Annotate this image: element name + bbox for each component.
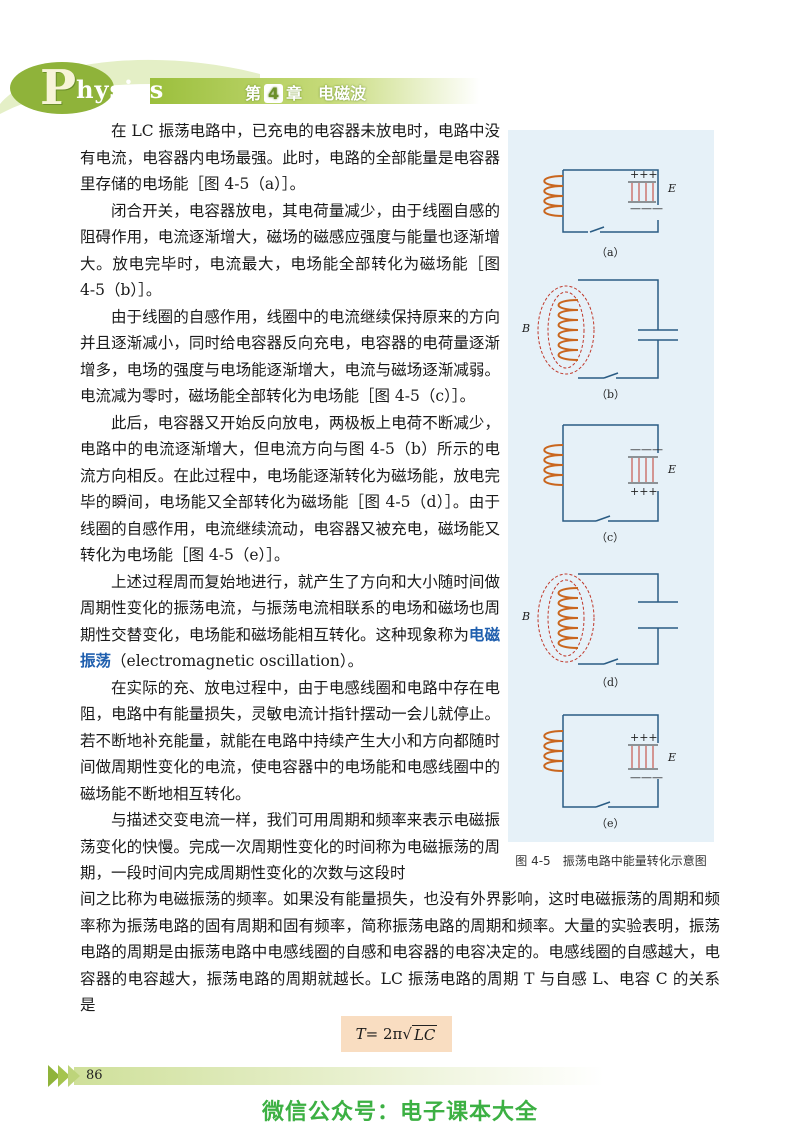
paragraph-5: 上述过程周而复始地进行，就产生了方向和大小随时间做周期性变化的振荡电流，与振荡电…: [80, 569, 500, 675]
formula-lhs: T: [355, 1025, 366, 1043]
label-e: （e）: [596, 817, 625, 830]
diagram-a: +++ ——— E （a）: [543, 168, 676, 259]
label-E-c: E: [667, 463, 676, 476]
diagram-d: B （d）: [521, 573, 678, 689]
figure-caption: 图 4-5 振荡电路中能量转化示意图: [515, 854, 707, 868]
diagram-b: B （b）: [521, 279, 678, 401]
term-electromagnetic-oscillation: 电磁振荡: [80, 624, 500, 671]
paragraph-7-continued: 间之比称为电磁振荡的频率。如果没有能量损失，也没有外界影响，这时电磁振荡的周期和…: [80, 890, 720, 1014]
formula-radicand: LC: [411, 1024, 438, 1044]
chapter-suffix: 章: [286, 84, 303, 103]
switch: [589, 226, 605, 233]
figure-panel: [508, 130, 714, 842]
minus-charges-c: ———: [630, 443, 663, 456]
label-c: （c）: [596, 531, 624, 544]
label-d: （d）: [596, 676, 625, 689]
label-B: B: [521, 322, 530, 335]
brand-title: Physics: [40, 60, 164, 116]
coil: [543, 175, 564, 217]
label-E: E: [667, 182, 676, 195]
plus-charges: +++: [630, 168, 658, 181]
brand-rest: hysics: [76, 75, 165, 104]
footer-bar: [48, 1065, 604, 1087]
minus-charges: ———: [630, 202, 663, 215]
watermark: 微信公众号：电子课本大全: [261, 1100, 538, 1125]
chapter-prefix: 第: [245, 84, 262, 103]
paragraph-6: 在实际的充、放电过程中，由于电感线圈和电路中存在电阻，电路中有能量损失，灵敏电流…: [80, 678, 500, 803]
sqrt-icon: √: [402, 1025, 412, 1043]
paragraph-5-text: 上述过程周而复始地进行，就产生了方向和大小随时间做周期性变化的振荡电流，与振荡电…: [80, 572, 500, 644]
diagram-c: ——— +++ E （c）: [543, 424, 676, 544]
chapter-title: 电磁波: [318, 84, 367, 103]
diagram-e: +++ ——— E （e）: [543, 714, 676, 830]
brand-initial: P: [40, 60, 77, 116]
paragraph-7-start: 与描述交变电流一样，我们可用周期和频率来表示电磁振荡变化的快慢。完成一次周期性变…: [80, 811, 500, 882]
plus-charges-c: +++: [630, 485, 658, 498]
paragraph-4: 此后，电容器又开始反向放电，两极板上电荷不断减少，电路中的电流逐渐增大，但电流方…: [80, 413, 500, 565]
label-B-d: B: [521, 610, 530, 623]
paragraph-3: 由于线圈的自感作用，线圈中的电流继续保持原来的方向并且逐渐减小，同时给电容器反向…: [80, 307, 500, 406]
paragraph-5-english: （electromagnetic oscillation）。: [111, 652, 364, 670]
header-swoosh: [0, 59, 480, 114]
paragraph-1: 在 LC 振荡电路中，已充电的电容器未放电时，电路中没有电流，电容器内电场最强。…: [80, 122, 500, 193]
period-formula: T = 2π√LC: [341, 1016, 452, 1052]
page-number: 86: [86, 1068, 103, 1083]
formula-eq: = 2π: [365, 1025, 403, 1043]
plus-charges-e: +++: [630, 731, 658, 744]
label-E-e: E: [667, 751, 676, 764]
minus-charges-e: ———: [630, 771, 663, 784]
chapter-number: 4: [264, 84, 284, 103]
paragraph-2: 闭合开关，电容器放电，其电荷量减少，由于线圈自感的阻碍作用，电流逐渐增大，磁场的…: [80, 201, 500, 300]
label-b: （b）: [596, 388, 625, 401]
body-text-full-width: 间之比称为电磁振荡的频率。如果没有能量损失，也没有外界影响，这时电磁振荡的周期和…: [80, 886, 720, 1019]
label-a: （a）: [596, 246, 625, 259]
body-text-column: 在 LC 振荡电路中，已充电的电容器未放电时，电路中没有电流，电容器内电场最强。…: [80, 118, 500, 887]
